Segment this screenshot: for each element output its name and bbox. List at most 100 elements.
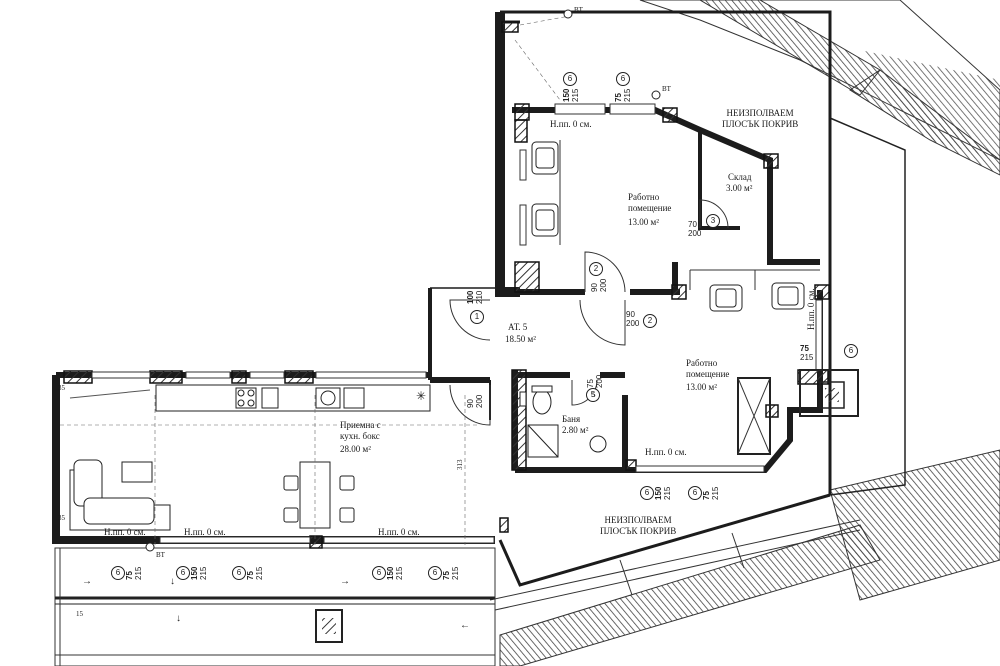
opening-top: 90 bbox=[466, 399, 475, 408]
room-label-work1-name: Работно помещение bbox=[628, 192, 671, 214]
dimension-number: 5 bbox=[592, 391, 596, 399]
opening-top: 75 bbox=[614, 93, 623, 102]
dimension-number: 35 bbox=[58, 384, 65, 392]
sill-label: Н.пп. 0 см. bbox=[645, 447, 687, 457]
stair-void bbox=[737, 369, 859, 455]
room-area: 13.00 м² bbox=[686, 382, 717, 392]
structural-columns bbox=[63, 21, 830, 549]
opening-type-marker: 6 bbox=[372, 566, 386, 580]
opening-bottom: 200 bbox=[626, 319, 640, 328]
reference-lines bbox=[60, 14, 576, 545]
opening-type-marker: 6 bbox=[844, 344, 858, 358]
opening-top: 90 bbox=[626, 310, 635, 319]
opening-type-marker: 6 bbox=[111, 566, 125, 580]
room-label-living-area: 28.00 м² bbox=[340, 444, 371, 455]
opening-bottom: 215 bbox=[571, 88, 580, 102]
terrace: → ↓ → ↓ ← bbox=[54, 547, 496, 666]
opening-top: 100 bbox=[466, 290, 475, 304]
opening-type-marker: 6 bbox=[640, 486, 654, 500]
opening-top: 150 bbox=[562, 88, 571, 102]
opening-top: 150 bbox=[190, 566, 199, 580]
roof-label-text: НЕИЗПОЛВАЕМ ПЛОСЪК ПОКРИВ bbox=[600, 515, 677, 536]
opening-bottom: 200 bbox=[599, 278, 608, 292]
room-label-storage-name: Склад bbox=[728, 172, 751, 183]
room-label-work1-area: 13.00 м² bbox=[628, 217, 659, 228]
roof-edge-bottom bbox=[489, 449, 1000, 666]
opening-top: 70 bbox=[688, 220, 697, 229]
room-label-hall-area: 18.50 м² bbox=[505, 334, 536, 345]
opening-type-marker: 6 bbox=[232, 566, 246, 580]
opening-type-marker: 6 bbox=[616, 72, 630, 86]
svg-text:→: → bbox=[82, 576, 92, 587]
room-label-living-name: Приемна с кухн. бокс bbox=[340, 420, 381, 442]
vt-label: ВТ bbox=[662, 85, 671, 93]
sill-label: Н.пп. 0 см. bbox=[184, 527, 226, 537]
room-name: Баня bbox=[562, 414, 581, 424]
opening-type-marker: 6 bbox=[563, 72, 577, 86]
room-label-work2-name: Работно помещение bbox=[686, 358, 729, 380]
room-area: 28.00 м² bbox=[340, 444, 371, 454]
svg-text:←: ← bbox=[460, 620, 470, 631]
room-label-hall-name: АТ. 5 bbox=[508, 322, 527, 333]
windows bbox=[91, 103, 823, 544]
vent-markers bbox=[145, 9, 661, 552]
room-name: Склад bbox=[728, 172, 752, 182]
sill-label: Н.пп. 0 см. bbox=[104, 527, 146, 537]
roof-label-top: НЕИЗПОЛВАЕМ ПЛОСЪК ПОКРИВ bbox=[722, 108, 798, 130]
vt-label: ВТ bbox=[156, 551, 165, 559]
opening-type-marker: 3 bbox=[706, 214, 720, 228]
opening-bottom: 215 bbox=[199, 566, 208, 580]
bathroom-fixtures bbox=[519, 385, 607, 458]
office-furniture bbox=[531, 140, 820, 312]
opening-bottom: 200 bbox=[688, 229, 702, 238]
dimension-number: 35 bbox=[58, 514, 65, 522]
opening-bottom: 215 bbox=[663, 486, 672, 500]
opening-bottom: 215 bbox=[451, 566, 460, 580]
svg-text:↓: ↓ bbox=[170, 576, 175, 587]
opening-type-marker: 5 bbox=[586, 388, 600, 402]
opening-bottom: 215 bbox=[255, 566, 264, 580]
svg-text:↓: ↓ bbox=[176, 613, 181, 624]
opening-bottom: 215 bbox=[711, 486, 720, 500]
kitchen-counter: ✳ bbox=[155, 384, 431, 412]
opening-top: 75 bbox=[586, 379, 595, 388]
opening-top: 75 bbox=[246, 571, 255, 580]
room-label-storage-area: 3.00 м² bbox=[726, 183, 752, 194]
sill-label: Н.пп. 0 см. bbox=[550, 119, 592, 129]
opening-top: 150 bbox=[654, 486, 663, 500]
sill-label: Н.пп. 0 см. bbox=[378, 527, 420, 537]
room-label-work2-area: 13.00 м² bbox=[686, 382, 717, 393]
roof-boundary-line bbox=[829, 117, 906, 496]
svg-text:→: → bbox=[340, 576, 350, 587]
roof-label-bottom: НЕИЗПОЛВАЕМ ПЛОСЪК ПОКРИВ bbox=[600, 515, 676, 537]
opening-top: 90 bbox=[590, 283, 599, 292]
room-name: Работно помещение bbox=[686, 358, 730, 379]
room-label-bath-name: Баня bbox=[562, 414, 580, 425]
sill-label: Н.пп. 0 см. bbox=[806, 288, 817, 330]
room-area: 3.00 м² bbox=[726, 183, 753, 193]
opening-type-marker: 2 bbox=[643, 314, 657, 328]
room-label-bath-area: 2.80 м² bbox=[562, 425, 588, 436]
opening-type-marker: 6 bbox=[428, 566, 442, 580]
opening-bottom: 215 bbox=[134, 566, 143, 580]
opening-type-marker: 6 bbox=[176, 566, 190, 580]
opening-top: 75 bbox=[702, 491, 711, 500]
svg-text:✳: ✳ bbox=[416, 389, 426, 403]
opening-top: 75 bbox=[125, 571, 134, 580]
opening-top: 75 bbox=[442, 571, 451, 580]
roof-label-text: НЕИЗПОЛВАЕМ ПЛОСЪК ПОКРИВ bbox=[722, 108, 799, 129]
dimension-text: 313 bbox=[456, 459, 464, 471]
room-name: Приемна с кухн. бокс bbox=[340, 420, 381, 441]
roof-edge-top bbox=[639, 0, 1000, 176]
dimension-number: 15 bbox=[76, 610, 83, 618]
